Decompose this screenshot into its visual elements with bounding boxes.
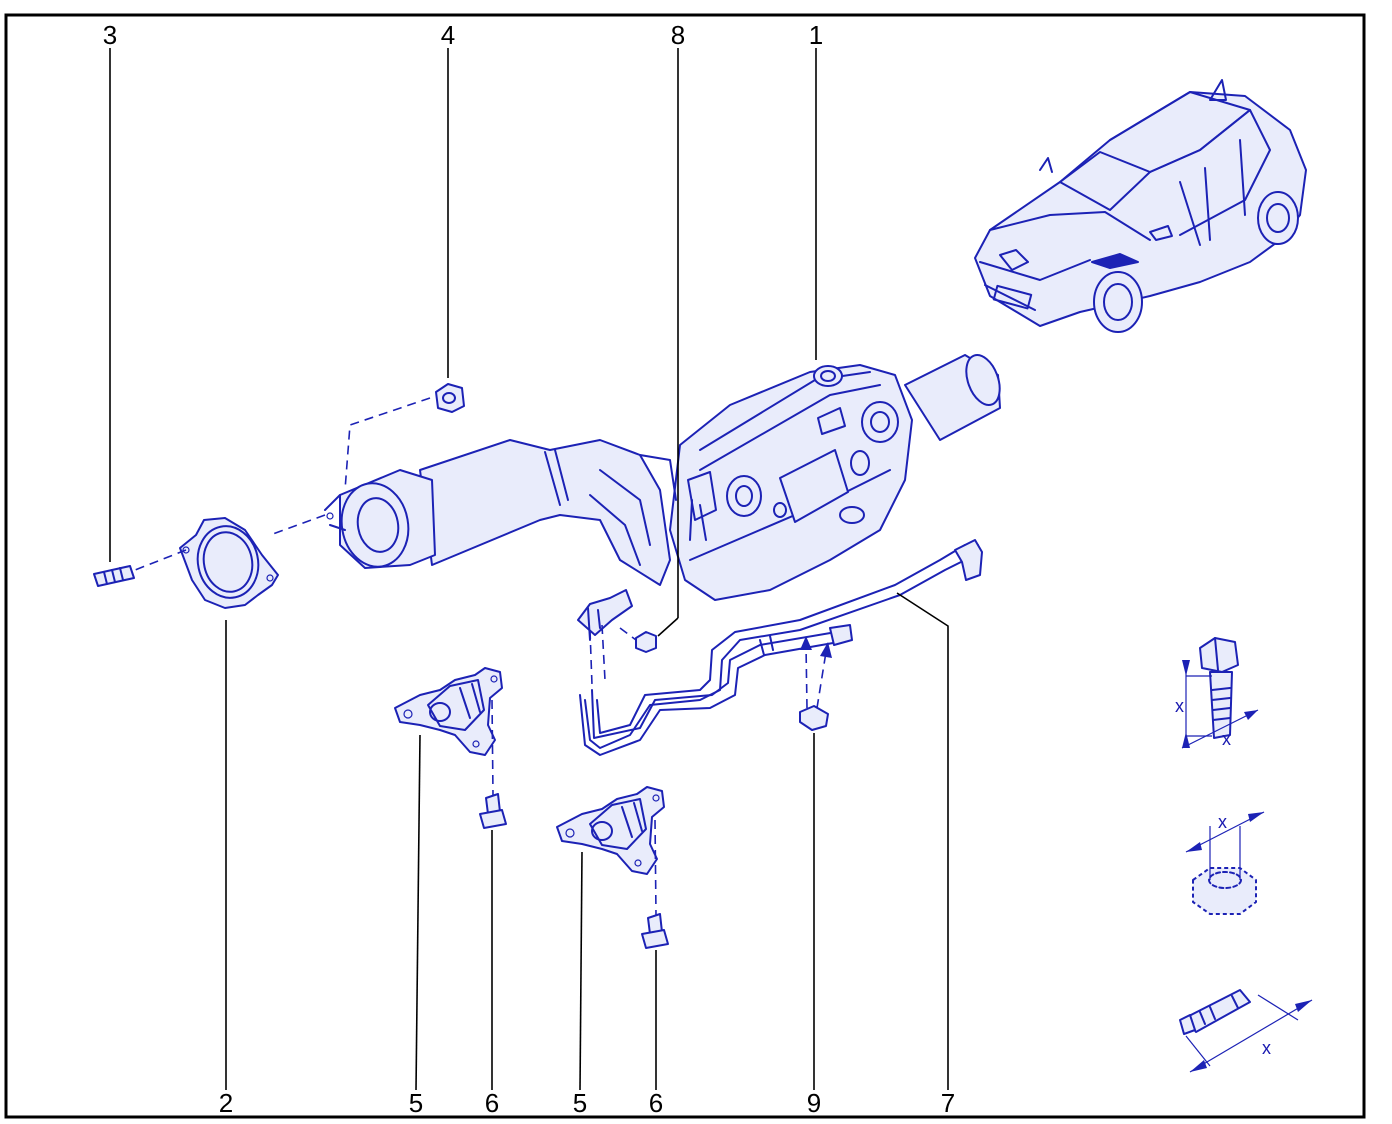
leader-lines [109,48,949,1091]
part-6-bolt-left [479,793,507,829]
legend-nut: x [1185,811,1265,915]
callout-2: 2 [219,1088,233,1118]
part-5-mount-left [394,667,503,756]
part-4-nut [435,383,465,413]
part-8-bracket-nut [577,589,657,653]
part-9-clip [799,705,829,731]
callout-6-left: 6 [485,1088,499,1118]
callout-9: 9 [807,1088,821,1118]
callout-3: 3 [103,20,117,50]
part-7-pressure-pipes [579,539,983,756]
part-1-particulate-filter [324,354,1001,601]
part-6-bolt-right [641,913,669,949]
bolt-diameter-label: x [1222,729,1231,749]
callout-6-right: 6 [649,1088,663,1118]
legend-stud: x [1179,989,1313,1073]
part-3-stud [93,565,135,587]
stud-length-label: x [1262,1038,1271,1058]
callout-8: 8 [671,20,685,50]
callout-4: 4 [441,20,455,50]
callouts: 3 4 8 1 2 5 6 5 6 9 7 [103,20,955,1118]
legend-bolt: x x [1175,637,1259,749]
callout-7: 7 [941,1088,955,1118]
nut-size-label: x [1218,812,1227,832]
arrow-up-icon [800,636,812,650]
callout-1: 1 [809,20,823,50]
car-illustration [974,79,1307,333]
part-5-mount-right [556,786,665,875]
assembly-lines [134,397,827,916]
diagram-frame [4,13,1366,1119]
callout-5-right: 5 [573,1088,587,1118]
part-2-gasket [179,517,279,609]
arrow-up-icon [820,642,832,658]
callout-5-left: 5 [409,1088,423,1118]
bolt-length-label: x [1175,696,1184,716]
